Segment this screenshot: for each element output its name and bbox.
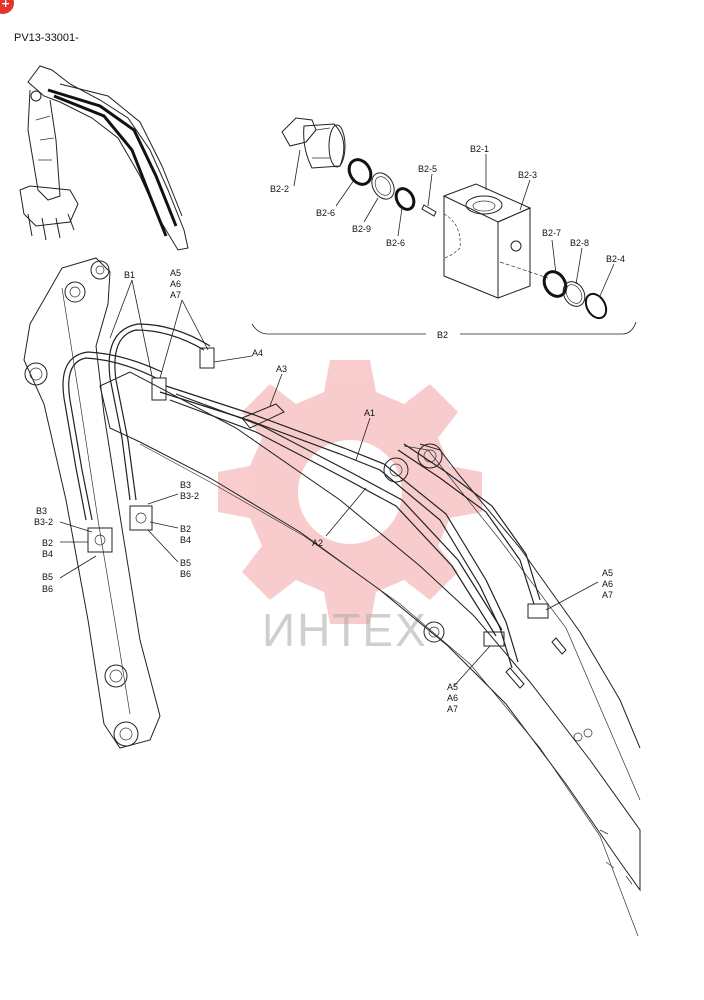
callout-b2-group: B2 bbox=[437, 330, 448, 340]
callout-b2-3: B2-3 bbox=[518, 170, 537, 180]
callout-a3: A3 bbox=[276, 364, 287, 374]
callout-a5-right: A5 bbox=[602, 568, 613, 578]
callout-b6-left: B6 bbox=[42, 584, 53, 594]
callout-a7-bottom: A7 bbox=[447, 704, 458, 714]
boom-assembly bbox=[23, 257, 641, 937]
callout-labels: B2-2 B2-6 B2-9 B2-6 B2-5 B2-1 B2-3 B2-7 … bbox=[34, 144, 625, 714]
callout-a6-top: A6 bbox=[170, 279, 181, 289]
watermark-text: ИНТЕХ bbox=[262, 604, 428, 656]
callout-a6-bottom: A6 bbox=[447, 693, 458, 703]
callout-b2-1: B2-1 bbox=[470, 144, 489, 154]
callout-b2-5: B2-5 bbox=[418, 164, 437, 174]
callout-b2-9: B2-9 bbox=[352, 224, 371, 234]
callout-b2-left: B2 bbox=[42, 538, 53, 548]
plus-icon: + bbox=[1, 0, 11, 10]
callout-b1: B1 bbox=[124, 270, 135, 280]
callout-b5-mid: B5 bbox=[180, 558, 191, 568]
callout-b6-mid: B6 bbox=[180, 569, 191, 579]
callout-b4-left: B4 bbox=[42, 549, 53, 559]
callout-b5-left: B5 bbox=[42, 572, 53, 582]
callout-b3-mid: B3 bbox=[180, 480, 191, 490]
callout-a7-top: A7 bbox=[170, 290, 181, 300]
callout-a1: A1 bbox=[364, 408, 375, 418]
callout-b3-2-left: B3-2 bbox=[34, 517, 53, 527]
callout-b2-6b: B2-6 bbox=[386, 238, 405, 248]
callout-b2-mid: B2 bbox=[180, 524, 191, 534]
callout-b3-left: B3 bbox=[36, 506, 47, 516]
callout-a5-bottom: A5 bbox=[447, 682, 458, 692]
callout-a6-right: A6 bbox=[602, 579, 613, 589]
machine-thumbnail bbox=[19, 65, 189, 251]
callout-b2-8: B2-8 bbox=[570, 238, 589, 248]
callout-b2-4: B2-4 bbox=[606, 254, 625, 264]
callout-b4-mid: B4 bbox=[180, 535, 191, 545]
callout-a7-right: A7 bbox=[602, 590, 613, 600]
watermark-gear bbox=[218, 360, 482, 624]
corner-badge: + bbox=[0, 0, 14, 14]
callout-b2-6a: B2-6 bbox=[316, 208, 335, 218]
callout-a4: A4 bbox=[252, 348, 263, 358]
exploded-b2-detail bbox=[251, 117, 637, 335]
callout-a5-top: A5 bbox=[170, 268, 181, 278]
callout-a2: A2 bbox=[312, 538, 323, 548]
callout-b2-2: B2-2 bbox=[270, 184, 289, 194]
callout-b2-7: B2-7 bbox=[542, 228, 561, 238]
leader-lines bbox=[59, 149, 615, 687]
document-code: PV13-33001- bbox=[14, 32, 79, 44]
callout-b3-2-mid: B3-2 bbox=[180, 491, 199, 501]
